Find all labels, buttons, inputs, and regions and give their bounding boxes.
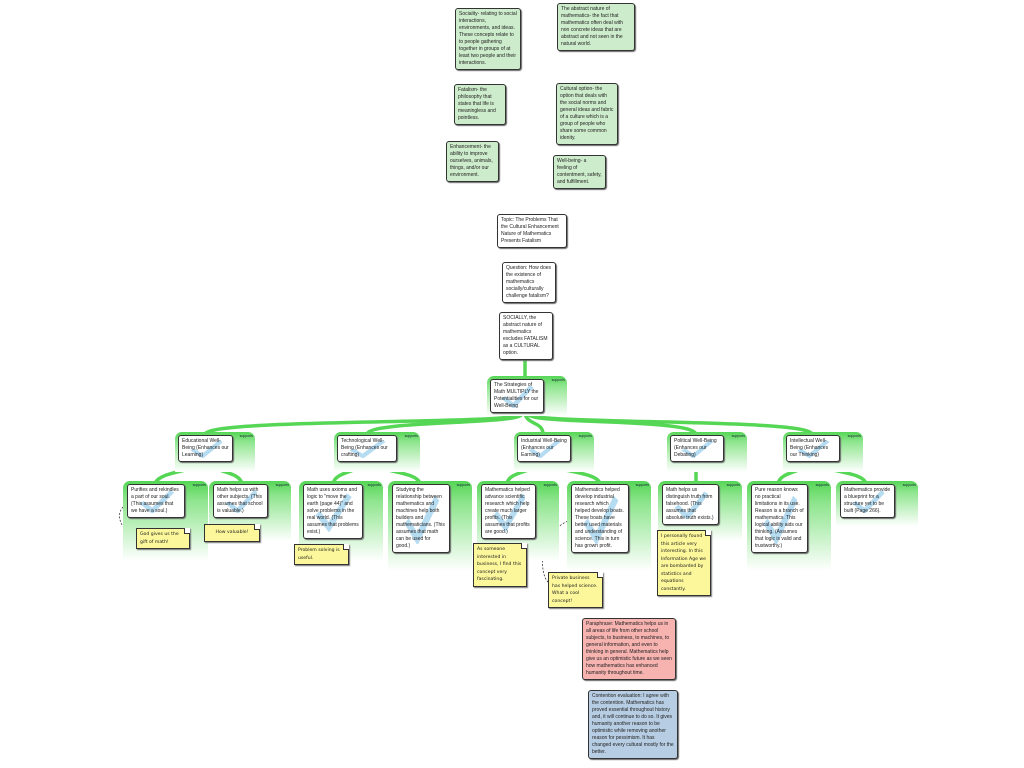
contention-evaluation-box[interactable]: Contention evaluation: I agree with the …	[588, 690, 678, 759]
supports-label: supports	[404, 434, 418, 438]
note-private-business[interactable]: Private business has helped science. Wha…	[548, 572, 603, 608]
level2-text: Intellectual Well-Being (Enhances our Th…	[790, 438, 829, 458]
supports-label: supports	[456, 483, 470, 487]
supports-label: supports	[847, 434, 861, 438]
definition-text: Enhancement- the ability to improve ours…	[450, 144, 493, 178]
level3-truth[interactable]: Math helps us distinguish truth from fal…	[662, 484, 719, 525]
level2-text: Educational Well-Being (Enhances our Lea…	[182, 438, 229, 458]
note-how-valuable[interactable]: How valuable!	[204, 524, 260, 542]
contention-box[interactable]: SOCIALLY, the abstract nature of mathema…	[499, 312, 553, 360]
level2-technological[interactable]: Technological Well-Being (Enhances our c…	[337, 435, 397, 462]
level2-text: Political Well-Being (Enhances our Debat…	[674, 438, 717, 458]
definition-fatalism[interactable]: Fatalism- the philosophy that states tha…	[454, 84, 506, 125]
level2-industrial[interactable]: Industrial Well-Being (Enhances our Earn…	[517, 435, 571, 462]
level2-text: Industrial Well-Being (Enhances our Earn…	[521, 438, 567, 458]
supports-label: supports	[635, 483, 649, 487]
level2-educational[interactable]: Educational Well-Being (Enhances our Lea…	[178, 435, 233, 462]
note-problem-solving[interactable]: Problem solving is useful.	[294, 544, 349, 565]
note-personally-found[interactable]: I personally found this article very int…	[657, 530, 711, 596]
topic-box[interactable]: Topic: The Problems That the Cultural En…	[497, 214, 567, 248]
contention-text: SOCIALLY, the abstract nature of mathema…	[503, 315, 548, 356]
supports-label: supports	[239, 434, 253, 438]
level3-scientific-research[interactable]: Mathematics helped advance scientific re…	[481, 484, 536, 539]
level3-text: Purifies and rekindles a part of our sou…	[131, 487, 179, 514]
supports-label: supports	[543, 483, 557, 487]
definition-text: Sociality- relating to social interactio…	[459, 11, 517, 66]
question-box[interactable]: Question: How does the existence of math…	[502, 262, 556, 303]
level3-text: Pure reason knows no practical limitatio…	[755, 487, 804, 549]
definition-sociality[interactable]: Sociality- relating to social interactio…	[455, 8, 521, 70]
supports-label: supports	[578, 434, 592, 438]
reason-box[interactable]: The Strategies of Math MULTIPLY the Pote…	[490, 379, 544, 413]
definition-text: Fatalism- the philosophy that states tha…	[458, 87, 496, 121]
definition-well-being[interactable]: Well-being- a feeling of contentment, sa…	[553, 155, 606, 189]
level3-axioms[interactable]: Math uses axioms and logic to "move the …	[303, 484, 363, 539]
definition-text: The abstract nature of mathematics- the …	[561, 6, 623, 47]
note-god-gives[interactable]: God gives us the gift of math!	[136, 528, 190, 549]
topic-text: Topic: The Problems That the Cultural En…	[501, 217, 559, 244]
supports-label: supports	[551, 378, 565, 382]
definition-enhancement[interactable]: Enhancement- the ability to improve ours…	[446, 141, 499, 182]
definition-cultural-option[interactable]: Cultural option- the option that deals w…	[556, 83, 618, 145]
level3-text: Mathematics provide a blueprint for a st…	[844, 487, 891, 514]
definition-abstract-nature[interactable]: The abstract nature of mathematics- the …	[557, 3, 635, 51]
supports-label: supports	[902, 483, 916, 487]
level3-machines[interactable]: Studying the relationship between mathem…	[392, 484, 450, 553]
question-text: Question: How does the existence of math…	[506, 265, 552, 299]
supports-label: supports	[726, 483, 740, 487]
level3-text: Math helps us with other subjects. (This…	[217, 487, 263, 514]
level2-political[interactable]: Political Well-Being (Enhances our Debat…	[670, 435, 724, 462]
definition-text: Cultural option- the option that deals w…	[560, 86, 614, 141]
level3-text: Mathematics helped develop industrial re…	[575, 487, 624, 549]
level3-text: Studying the relationship between mathem…	[396, 487, 445, 549]
level3-blueprint[interactable]: Mathematics provide a blueprint for a st…	[840, 484, 895, 518]
definition-text: Well-being- a feeling of contentment, sa…	[557, 158, 602, 185]
level2-intellectual[interactable]: Intellectual Well-Being (Enhances our Th…	[786, 435, 840, 462]
level3-text: Math uses axioms and logic to "move the …	[307, 487, 359, 535]
level3-purifies[interactable]: Purifies and rekindles a part of our sou…	[127, 484, 185, 518]
note-business-interest[interactable]: As someone interested in business, I fin…	[473, 543, 527, 587]
level3-pure-reason[interactable]: Pure reason knows no practical limitatio…	[751, 484, 808, 553]
level3-industrial-research[interactable]: Mathematics helped develop industrial re…	[571, 484, 629, 553]
evaluation-text: Contention evaluation: I agree with the …	[592, 693, 674, 755]
level3-text: Mathematics helped advance scientific re…	[485, 487, 530, 535]
supports-label: supports	[731, 434, 745, 438]
supports-label: supports	[815, 483, 829, 487]
paraphrase-text: Paraphrase: Mathematics helps us in all …	[586, 621, 672, 676]
reason-text: The Strategies of Math MULTIPLY the Pote…	[494, 382, 539, 409]
paraphrase-box[interactable]: Paraphrase: Mathematics helps us in all …	[582, 618, 676, 680]
level3-other-subjects[interactable]: Math helps us with other subjects. (This…	[213, 484, 268, 518]
level2-text: Technological Well-Being (Enhances our c…	[341, 438, 388, 458]
supports-label: supports	[367, 483, 381, 487]
level3-text: Math helps us distinguish truth from fal…	[666, 487, 714, 521]
supports-label: supports	[275, 483, 289, 487]
supports-label: supports	[192, 483, 206, 487]
